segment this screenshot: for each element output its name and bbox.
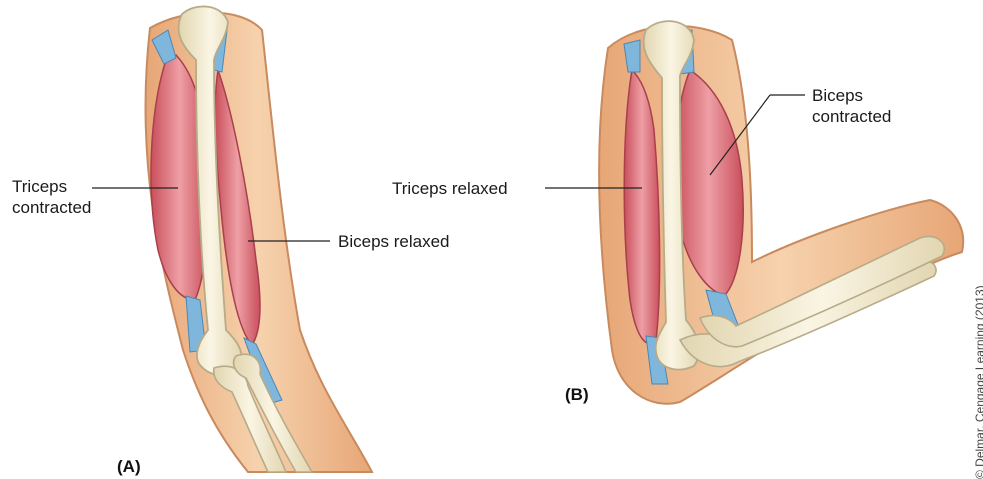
- panel-a-label: (A): [117, 457, 141, 477]
- copyright-credit: © Delmar, Cengage Learning (2013): [973, 285, 983, 479]
- panel-b-arm: [599, 21, 963, 404]
- panel-a-triceps-label-line2: contracted: [12, 197, 91, 218]
- panel-a-triceps-label-line1: Triceps: [12, 176, 91, 197]
- panel-b-biceps-label-line1: Biceps: [812, 85, 891, 106]
- panel-b-triceps-label: Triceps relaxed: [392, 178, 508, 199]
- panel-b-biceps-label-line2: contracted: [812, 106, 891, 127]
- panel-a-biceps-label: Biceps relaxed: [338, 231, 450, 252]
- panel-b-biceps-label: Biceps contracted: [812, 85, 891, 127]
- panel-a-triceps-label: Triceps contracted: [12, 176, 91, 218]
- panel-b-label: (B): [565, 385, 589, 405]
